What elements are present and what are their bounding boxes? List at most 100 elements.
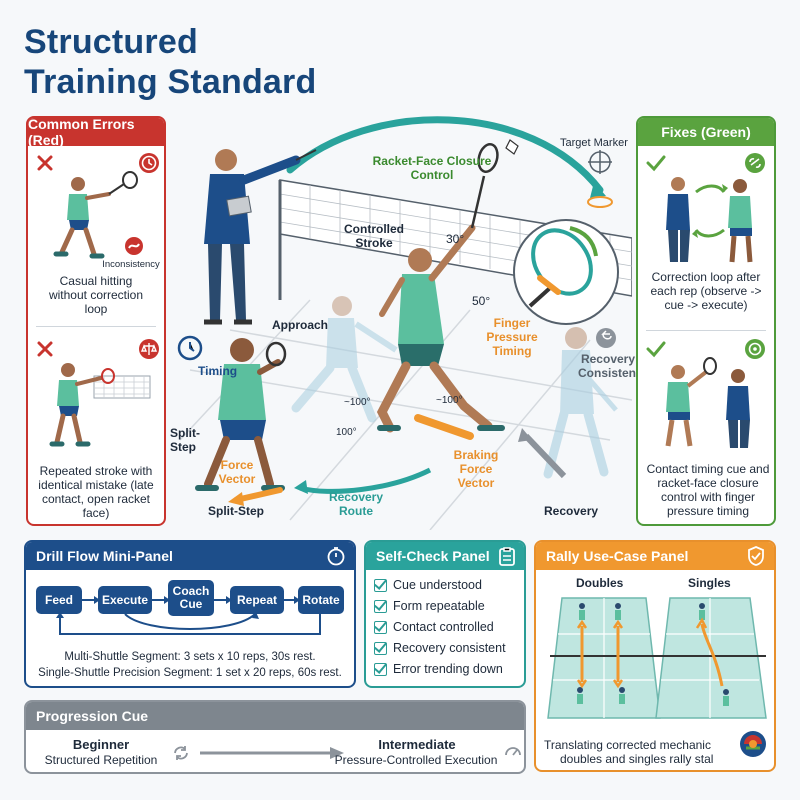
repeat-mistake-figure xyxy=(49,363,151,447)
gauge-icon xyxy=(505,747,521,756)
check-item-label: Cue understood xyxy=(393,578,482,592)
main-player-figure xyxy=(376,143,505,433)
braking-force-label: Braking Force Vector xyxy=(453,448,499,490)
split-step-top-label: Split-Step xyxy=(170,426,200,454)
common-errors-heading: Common Errors (Red) xyxy=(28,118,164,148)
rally-heading: Rally Use-Case Panel xyxy=(536,542,774,570)
intermediate-title: Intermediate xyxy=(378,737,456,752)
step-coach-cue: Coach Cue xyxy=(168,580,214,616)
split-step-bottom-label: Split-Step xyxy=(208,504,264,518)
stopwatch-icon xyxy=(177,335,203,361)
controlled-stroke-label: Controlled Stroke xyxy=(344,222,404,250)
scale-icon xyxy=(139,339,159,359)
check-item: Cue understood xyxy=(374,578,482,592)
inconsistency-icon xyxy=(125,237,143,255)
title-line-1: Structured xyxy=(24,23,198,61)
beginner-subtitle: Structured Repetition xyxy=(44,753,158,767)
target-check-icon xyxy=(745,339,765,359)
fixes-panel: Fixes (Green) Correction loop after each… xyxy=(636,116,776,526)
rally-courts xyxy=(547,597,767,719)
drill-flow-heading: Drill Flow Mini-Panel xyxy=(26,542,354,570)
braking-vector-arrow xyxy=(414,414,474,440)
page-title: Structured Training Standard xyxy=(24,22,316,102)
training-court-scene xyxy=(177,116,632,530)
angle-100a-label: ~100° xyxy=(344,397,371,408)
x-mark-icon xyxy=(37,155,53,171)
title-line-2: Training Standard xyxy=(24,63,317,101)
recovery-label: Recovery xyxy=(544,504,599,518)
target-marker xyxy=(587,196,613,208)
divider xyxy=(36,326,156,327)
check-item: Error trending down xyxy=(374,662,503,676)
step-feed: Feed xyxy=(36,586,82,614)
check-item: Contact controlled xyxy=(374,620,494,634)
progression-heading: Progression Cue xyxy=(26,702,524,730)
recovery-route-label: Recovery Route xyxy=(328,490,384,518)
fixes-heading: Fixes (Green) xyxy=(638,118,774,146)
coach-figure xyxy=(204,149,317,325)
clipboard-icon xyxy=(499,547,515,566)
check-item-label: Form repeatable xyxy=(393,599,485,613)
approach-ghost-figure xyxy=(291,296,398,423)
angle-100b-label: ~100° xyxy=(436,395,463,406)
timing-label: Timing xyxy=(198,364,238,378)
singles-label: Singles xyxy=(688,576,731,590)
checkmark-icon xyxy=(646,341,666,358)
step-rotate: Rotate xyxy=(298,586,344,614)
self-check-panel: Self-Check Panel Cue understood Form rep… xyxy=(364,540,526,688)
fix-2-text: Contact timing cue and racket-face closu… xyxy=(646,462,770,518)
common-errors-panel: Common Errors (Red) Inconsistency Casual… xyxy=(26,116,166,526)
angle-50-label: 50° xyxy=(472,294,491,308)
angle-100c-label: 100° xyxy=(336,427,357,438)
inconsistency-badge: Inconsistency xyxy=(102,259,160,270)
racket-face-label: Racket-Face Closure Control xyxy=(372,154,492,182)
academy-logo-icon xyxy=(740,731,766,757)
check-item: Recovery consistent xyxy=(374,641,506,655)
x-mark-icon xyxy=(37,341,53,357)
checkbox-icon xyxy=(374,662,387,676)
split-step-player-figure xyxy=(195,338,287,491)
refresh-icon xyxy=(174,746,188,760)
drill-line-2: Single-Shuttle Precision Segment: 1 set … xyxy=(38,667,342,679)
progression-cue-panel: Progression Cue Beginner Structured Repe… xyxy=(24,700,526,774)
checkbox-icon xyxy=(374,641,387,655)
rally-caption-2: doubles and singles rally stal xyxy=(560,752,714,766)
fix-1-text: Correction loop after each rep (observe … xyxy=(650,270,762,312)
stopwatch-icon xyxy=(327,547,345,566)
check-item-label: Error trending down xyxy=(393,662,503,676)
checkbox-icon xyxy=(374,599,387,613)
angle-30-label: 30° xyxy=(446,232,465,246)
checkbox-icon xyxy=(374,620,387,634)
check-item-label: Contact controlled xyxy=(393,620,494,634)
recovery-route-arrow xyxy=(299,467,432,494)
target-marker-label: Target Marker xyxy=(560,137,628,149)
timing-cue-figures xyxy=(665,357,750,448)
approach-label: Approach xyxy=(272,318,329,332)
doubles-label: Doubles xyxy=(576,576,624,590)
beginner-title: Beginner xyxy=(72,737,130,752)
self-check-heading: Self-Check Panel xyxy=(366,542,524,570)
rally-caption-1: Translating corrected mechanic xyxy=(544,738,711,752)
correction-loop-figures xyxy=(666,177,753,263)
grip-zoom-circle xyxy=(513,219,619,325)
checkmark-icon xyxy=(646,155,666,172)
step-repeat: Repeat xyxy=(230,586,284,614)
recovery-consistent-label: Recovery Consistent xyxy=(578,352,641,380)
flow-arrows xyxy=(56,596,321,635)
check-item-label: Recovery consistent xyxy=(393,641,506,655)
academy-logo xyxy=(732,724,774,768)
recovery-arrow xyxy=(523,433,567,479)
error-1-text: Casual hitting without correction loop xyxy=(48,274,144,316)
trajectory-arc xyxy=(286,116,604,194)
shuttle xyxy=(505,139,519,155)
progression-arrow xyxy=(200,747,344,759)
error-2-text: Repeated stroke with identical mistake (… xyxy=(38,464,154,520)
force-vector-label: Force Vector xyxy=(218,458,256,486)
casual-hitter-figure xyxy=(53,171,138,259)
clock-icon xyxy=(139,153,159,173)
rally-use-case-panel: Rally Use-Case Panel Doubles Singles Tra… xyxy=(534,540,776,772)
drill-flow-panel: Drill Flow Mini-Panel Feed Execute Coach… xyxy=(24,540,356,688)
step-execute: Execute xyxy=(98,586,152,614)
finger-pressure-label: Finger Pressure Timing xyxy=(486,316,538,358)
check-item: Form repeatable xyxy=(374,599,485,613)
